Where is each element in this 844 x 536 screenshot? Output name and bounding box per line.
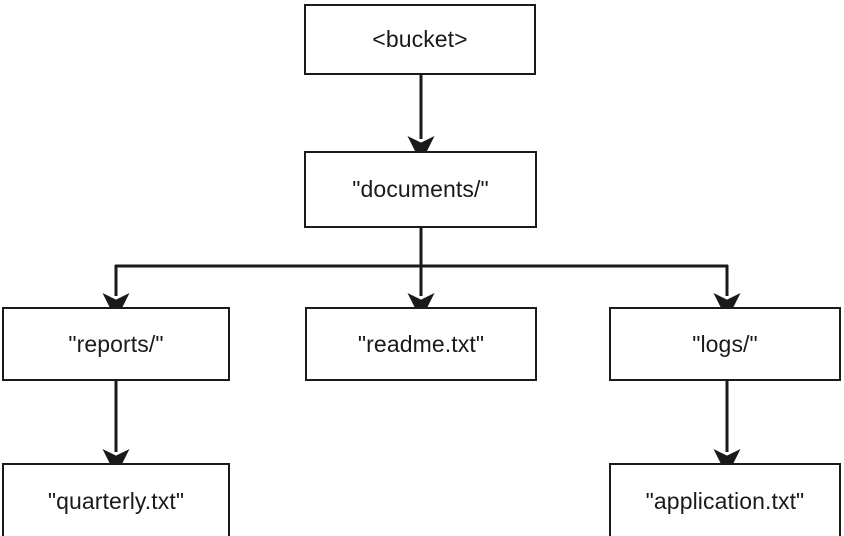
node-bucket[interactable]: <bucket> [304,4,536,75]
node-logs[interactable]: "logs/" [609,307,841,381]
node-reports-label: "reports/" [68,330,164,357]
node-readme[interactable]: "readme.txt" [305,307,537,381]
node-documents[interactable]: "documents/" [304,151,537,228]
node-application-label: "application.txt" [645,487,805,514]
node-bucket-label: <bucket> [372,26,468,52]
node-documents-label: "documents/" [352,176,489,202]
node-readme-label: "readme.txt" [357,330,485,357]
node-application[interactable]: "application.txt" [609,463,841,536]
node-quarterly[interactable]: "quarterly.txt" [2,463,230,536]
node-quarterly-label: "quarterly.txt" [47,487,185,514]
node-reports[interactable]: "reports/" [2,307,230,381]
edge-documents-bus [115,228,728,268]
node-logs-label: "logs/" [692,330,758,357]
